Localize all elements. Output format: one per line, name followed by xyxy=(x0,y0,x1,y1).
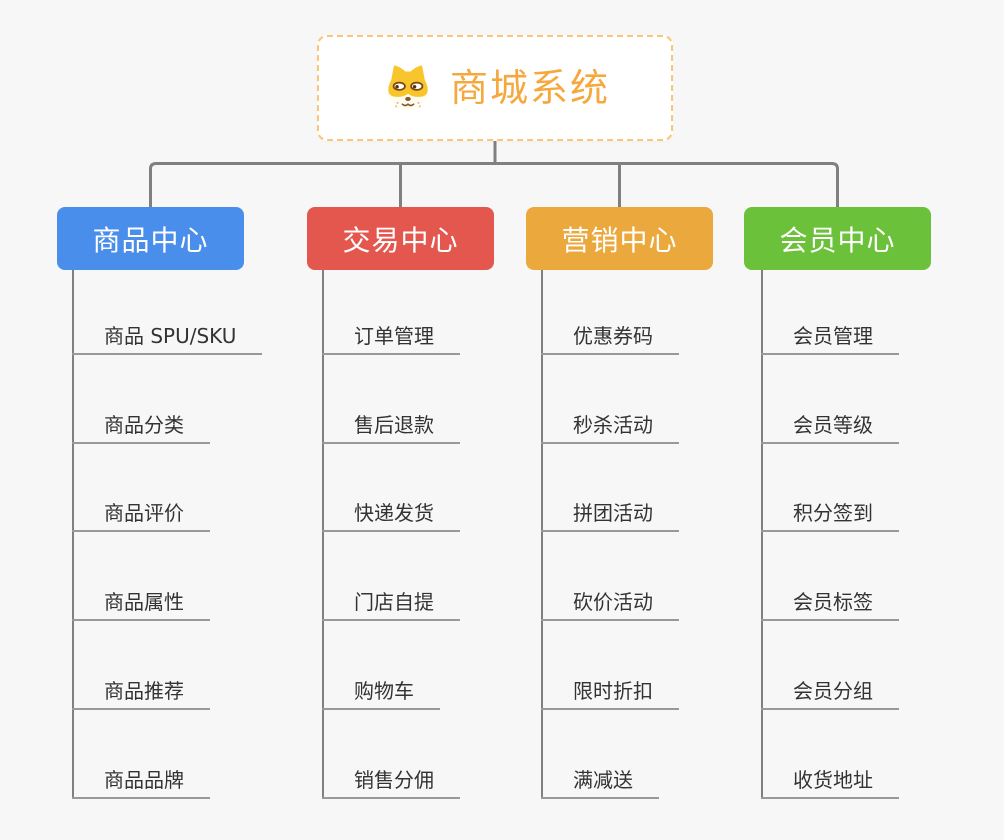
dog-face-icon xyxy=(387,65,429,111)
leaf-node[interactable]: 砍价活动 xyxy=(541,581,679,621)
leaf-node[interactable]: 收货地址 xyxy=(761,759,899,799)
branch-trunk-line xyxy=(761,270,763,799)
leaf-node[interactable]: 购物车 xyxy=(322,670,440,710)
leaf-node[interactable]: 商品品牌 xyxy=(72,759,210,799)
root-node[interactable]: 商城系统 xyxy=(317,35,673,141)
leaf-node[interactable]: 售后退款 xyxy=(322,404,460,444)
branch-trunk-line xyxy=(72,270,74,799)
branch-trunk-line xyxy=(541,270,543,799)
leaf-node[interactable]: 门店自提 xyxy=(322,581,460,621)
branch-header-marketing[interactable]: 营销中心 xyxy=(526,207,713,270)
leaf-node[interactable]: 会员标签 xyxy=(761,581,899,621)
leaf-node[interactable]: 积分签到 xyxy=(761,492,899,532)
leaf-node[interactable]: 秒杀活动 xyxy=(541,404,679,444)
branch-label: 交易中心 xyxy=(342,223,459,257)
leaf-node[interactable]: 商品 SPU/SKU xyxy=(72,315,263,355)
branch-header-trade[interactable]: 交易中心 xyxy=(307,207,494,270)
leaf-node[interactable]: 商品推荐 xyxy=(72,670,210,710)
leaf-node[interactable]: 会员分组 xyxy=(761,670,899,710)
leaf-node[interactable]: 满减送 xyxy=(541,759,659,799)
root-title: 商城系统 xyxy=(449,66,610,110)
leaf-node[interactable]: 订单管理 xyxy=(322,315,460,355)
branch-label: 营销中心 xyxy=(561,223,678,257)
leaf-node[interactable]: 会员管理 xyxy=(761,315,899,355)
branch-trunk-line xyxy=(322,270,324,799)
branch-label: 会员中心 xyxy=(779,223,896,257)
leaf-node[interactable]: 商品分类 xyxy=(72,404,210,444)
branch-header-product[interactable]: 商品中心 xyxy=(57,207,244,270)
leaf-node[interactable]: 商品属性 xyxy=(72,581,210,621)
branch-label: 商品中心 xyxy=(92,223,209,257)
leaf-node[interactable]: 拼团活动 xyxy=(541,492,679,532)
leaf-node[interactable]: 会员等级 xyxy=(761,404,899,444)
leaf-node[interactable]: 销售分佣 xyxy=(322,759,460,799)
leaf-node[interactable]: 商品评价 xyxy=(72,492,210,532)
leaf-node[interactable]: 优惠券码 xyxy=(541,315,679,355)
leaf-node[interactable]: 限时折扣 xyxy=(541,670,679,710)
leaf-node[interactable]: 快递发货 xyxy=(322,492,460,532)
branch-header-member[interactable]: 会员中心 xyxy=(744,207,931,270)
